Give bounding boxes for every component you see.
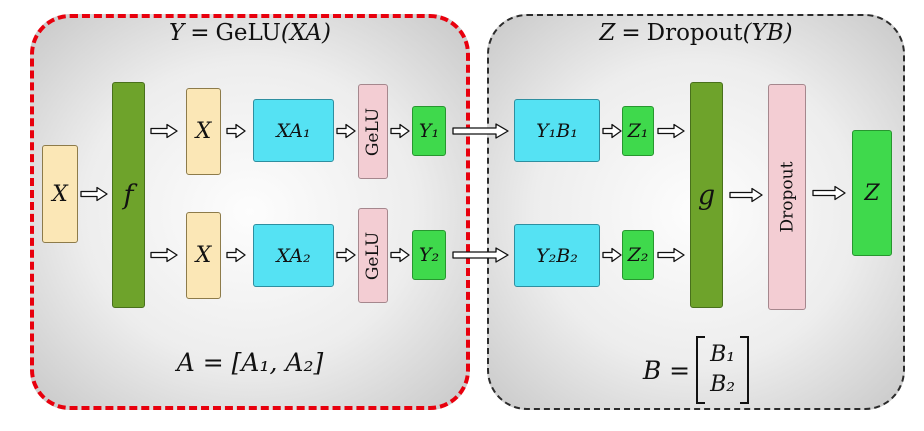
title-args: (XA): [280, 20, 331, 46]
flow-arrow-icon: [729, 187, 763, 203]
z-output-block: Z: [852, 130, 892, 256]
flow-arrow-icon: [657, 247, 685, 263]
title-fn: Dropout: [646, 20, 743, 46]
a-split-formula: A = [A₁, A₂]: [176, 348, 324, 377]
gelu-label: GeLU: [363, 231, 384, 280]
y1b1-matmul-block: Y₁B₁: [514, 99, 600, 162]
z2-block: Z₂: [622, 230, 654, 280]
right-panel-title: Z=Dropout(YB): [487, 20, 905, 46]
title-args: (YB): [742, 20, 793, 46]
flow-arrow-icon: [150, 247, 178, 263]
gelu-label: GeLU: [363, 107, 384, 156]
b-split-formula: B = B₁ B₂: [487, 336, 905, 404]
flow-arrow-icon: [812, 185, 846, 201]
b-formula-lhs: B =: [642, 355, 691, 385]
b-formula-row-2: B₂: [710, 372, 736, 397]
y2b2-matmul-block: Y₂B₂: [514, 224, 600, 287]
title-var: Z: [599, 20, 616, 46]
flow-arrow-icon: [390, 123, 410, 139]
xa2-matmul-block: XA₂: [253, 224, 334, 287]
title-fn: GeLU: [215, 20, 281, 46]
flow-arrow-icon: [226, 123, 246, 139]
dropout-block: Dropout: [768, 84, 806, 310]
flow-arrow-icon: [602, 123, 622, 139]
z1-block: Z₁: [622, 106, 654, 156]
g-function-block: g: [690, 82, 723, 308]
gelu-panel: [30, 14, 470, 410]
title-equals: =: [621, 20, 641, 46]
flow-arrow-icon: [80, 186, 108, 202]
b-formula-row-1: B₁: [710, 342, 736, 367]
x-copy-block-1: X: [186, 88, 221, 175]
dropout-label: Dropout: [777, 161, 798, 233]
flow-arrow-icon: [150, 123, 178, 139]
flow-arrow-icon: [602, 247, 622, 263]
flow-arrow-icon: [336, 123, 356, 139]
bracket-left: [696, 336, 706, 404]
gelu-block-2: GeLU: [358, 208, 388, 303]
flow-arrow-icon: [390, 247, 410, 263]
flow-arrow-icon: [657, 123, 685, 139]
gelu-block-1: GeLU: [358, 84, 388, 179]
f-function-block: f: [112, 82, 145, 308]
title-equals: =: [190, 20, 210, 46]
cross-panel-arrow-icon: [452, 246, 510, 264]
x-copy-block-2: X: [186, 212, 221, 299]
left-panel-title: Y=GeLU(XA): [30, 20, 470, 46]
title-var: Y: [169, 20, 185, 46]
xa1-matmul-block: XA₁: [253, 99, 334, 162]
x-input-block: X: [42, 145, 78, 243]
flow-arrow-icon: [336, 247, 356, 263]
y2-output-block: Y₂: [412, 230, 446, 280]
cross-panel-arrow-icon: [452, 122, 510, 140]
y1-output-block: Y₁: [412, 106, 446, 156]
bracket-right: [740, 336, 750, 404]
flow-arrow-icon: [226, 247, 246, 263]
